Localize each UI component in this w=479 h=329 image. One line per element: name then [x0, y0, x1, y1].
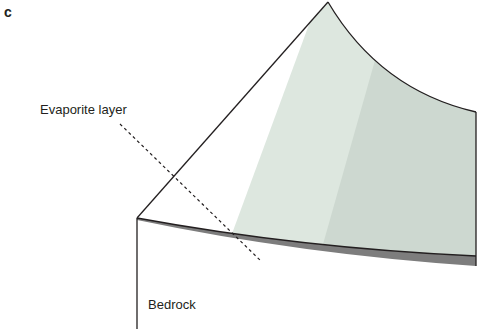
block-outline — [137, 2, 476, 329]
front-edge — [136, 218, 137, 329]
layer-label: Evaporite layer — [40, 102, 127, 118]
panel-letter: c — [4, 4, 12, 21]
rock-label: Bedrock — [148, 297, 196, 313]
right-edge — [475, 112, 476, 266]
left-top-edge — [137, 2, 328, 218]
bottom-curve — [137, 218, 476, 256]
evaporite-layer — [137, 218, 476, 266]
leader-line — [120, 124, 262, 262]
top-curved-edge — [328, 2, 476, 112]
dark-band — [318, 0, 479, 280]
